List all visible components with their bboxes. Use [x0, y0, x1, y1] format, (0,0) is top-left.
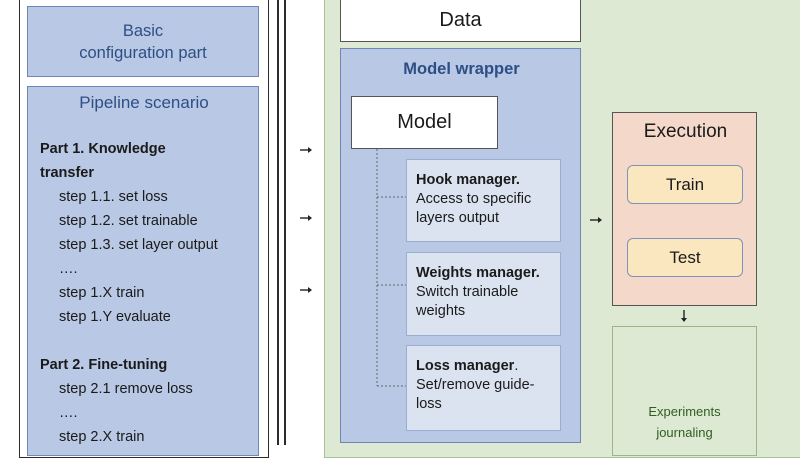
weights-manager-desc: Switch trainable weights: [416, 284, 519, 319]
arrow-right-icon: [300, 287, 312, 293]
data-box: Data: [340, 0, 581, 42]
hook-manager-label: Hook manager.: [416, 172, 520, 188]
loss-manager-desc: . Set/remove guide-loss: [416, 358, 535, 412]
weights-manager-label: Weights manager.: [416, 265, 540, 281]
loss-manager-label: Loss manager: [416, 358, 515, 374]
dotted-connector: [376, 149, 406, 387]
arrow-right-icon: [300, 147, 312, 153]
part1-title: Part 1. Knowledge transfer: [40, 141, 166, 181]
arrow-down-icon: [681, 310, 687, 322]
pipeline-title: Pipeline scenario: [79, 93, 209, 112]
arrow-right-icon: [590, 217, 602, 223]
weights-manager-box: Weights manager. Switch trainable weight…: [406, 252, 561, 336]
hook-manager-desc: Access to specific layers output: [416, 191, 532, 226]
basic-configuration-box: Basic configuration part: [27, 6, 259, 77]
experiments-journaling-box: Experiments journaling: [612, 326, 757, 456]
arrow-right-icon: [300, 215, 312, 221]
part1-step: step 1.1. set loss: [59, 189, 168, 205]
part1-step: step 1.2. set trainable: [59, 213, 198, 229]
part1-step: ….: [59, 261, 78, 277]
model-box: Model: [351, 96, 498, 149]
part2-step: step 2.X train: [59, 429, 145, 445]
separator-line: [277, 0, 279, 445]
execution-box: Execution Train Test: [612, 112, 757, 306]
execution-title: Execution: [643, 121, 728, 142]
part2-step: ….: [59, 405, 78, 421]
pipeline-scenario-box: Pipeline scenario Part 1. Knowledge tran…: [27, 86, 259, 456]
part1-step: step 1.X train: [59, 285, 145, 301]
test-pill: Test: [627, 238, 743, 277]
part1-step: step 1.Y evaluate: [59, 309, 171, 325]
hook-manager-box: Hook manager. Access to specific layers …: [406, 159, 561, 242]
part2-title: Part 2. Fine-tuning: [40, 357, 168, 373]
part1-step: step 1.3. set layer output: [59, 237, 218, 253]
separator-line: [284, 0, 286, 445]
model-wrapper-title: Model wrapper: [403, 60, 520, 78]
part2-step: step 2.1 remove loss: [59, 381, 193, 397]
train-pill: Train: [627, 165, 743, 204]
loss-manager-box: Loss manager. Set/remove guide-loss: [406, 345, 561, 431]
